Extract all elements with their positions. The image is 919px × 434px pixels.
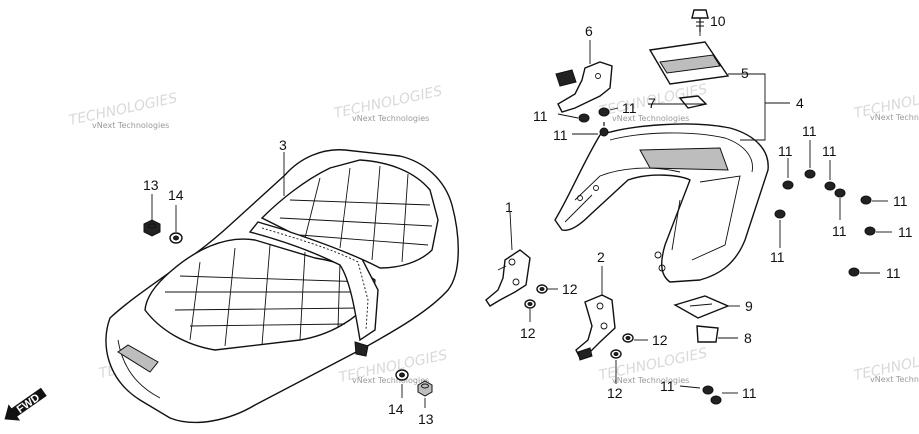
nut-13-top[interactable] (143, 219, 161, 237)
washer-14-top[interactable] (169, 232, 183, 244)
bolt-11-3 (599, 122, 609, 137)
nut-13-bottom[interactable] (417, 380, 433, 397)
label-12: 12 (562, 281, 578, 297)
bolt-11-7 (834, 188, 846, 198)
label-12: 12 (607, 385, 623, 401)
label-13: 13 (143, 177, 159, 193)
watermark-text: vNext Technologies (352, 114, 429, 123)
bolt-11-6 (824, 181, 836, 191)
label-1: 1 (505, 199, 513, 215)
label-11: 11 (553, 127, 568, 143)
seat-quilting-front (165, 244, 369, 347)
label-11: 11 (778, 143, 793, 159)
label-2: 2 (597, 249, 605, 265)
label-4: 4 (796, 95, 804, 111)
bolt-12-d[interactable] (610, 349, 622, 359)
watermark-text: vNext Technologies (352, 376, 429, 385)
label-11: 11 (898, 224, 913, 240)
plate-part-9[interactable] (673, 295, 730, 319)
label-11: 11 (742, 385, 757, 401)
pad-part-5[interactable] (648, 41, 730, 85)
bolt-11-4 (782, 180, 794, 190)
bolt-11-12 (702, 385, 714, 395)
bolt-11-2 (598, 107, 610, 117)
label-6: 6 (585, 23, 593, 39)
watermark-text: vNext Technologies (612, 114, 689, 123)
label-14: 14 (168, 187, 184, 203)
label-12: 12 (520, 325, 536, 341)
bracket-part-6[interactable] (555, 61, 613, 113)
label-8: 8 (744, 330, 752, 346)
watermark-text: vNext Technologies (92, 121, 169, 130)
label-11: 11 (832, 223, 847, 239)
label-11: 11 (533, 108, 548, 124)
watermark-text: vNext Technologies (870, 113, 919, 122)
bolt-11-5 (804, 169, 816, 179)
watermark-text: vNext Technologies (612, 376, 689, 385)
clip-part-8[interactable] (696, 325, 719, 343)
bolt-11-10 (774, 209, 786, 219)
leader-lines (151, 20, 892, 408)
label-11: 11 (886, 265, 901, 281)
bolt-12-b[interactable] (524, 299, 536, 309)
label-3: 3 (279, 137, 287, 153)
label-12: 12 (652, 332, 668, 348)
bolt-11-11 (848, 267, 860, 277)
label-14: 14 (388, 401, 404, 417)
label-11: 11 (770, 249, 785, 265)
watermark-text: vNext Technologies (870, 375, 919, 384)
label-11: 11 (893, 193, 908, 209)
bolt-11-9 (864, 226, 876, 236)
bolt-12-a[interactable] (536, 284, 548, 294)
label-11: 11 (802, 123, 817, 139)
label-11: 11 (660, 378, 675, 394)
label-13: 13 (418, 411, 434, 427)
bolt-12-c[interactable] (622, 333, 634, 343)
bolt-11-group[interactable] (578, 107, 876, 405)
bracket-part-2[interactable] (575, 294, 616, 361)
label-11: 11 (622, 100, 637, 116)
bracket-part-1[interactable] (485, 249, 531, 307)
label-10: 10 (710, 13, 726, 29)
label-9: 9 (745, 298, 753, 314)
rear-cowl-part-4[interactable] (554, 123, 769, 283)
bolt-11-8 (860, 195, 872, 205)
washer-14-bottom[interactable] (395, 369, 409, 381)
seat-part-3[interactable] (105, 149, 459, 424)
fwd-arrow: FWD (4, 387, 47, 421)
seat-quilting-rear (279, 165, 433, 263)
bolt-11-1 (578, 113, 590, 123)
callout-labels: 3 13 14 14 13 1 12 12 2 12 12 6 10 5 4 7… (143, 13, 913, 427)
label-5: 5 (741, 65, 749, 81)
label-7: 7 (648, 95, 656, 111)
bolt-11-13 (710, 395, 722, 405)
label-11: 11 (822, 143, 837, 159)
